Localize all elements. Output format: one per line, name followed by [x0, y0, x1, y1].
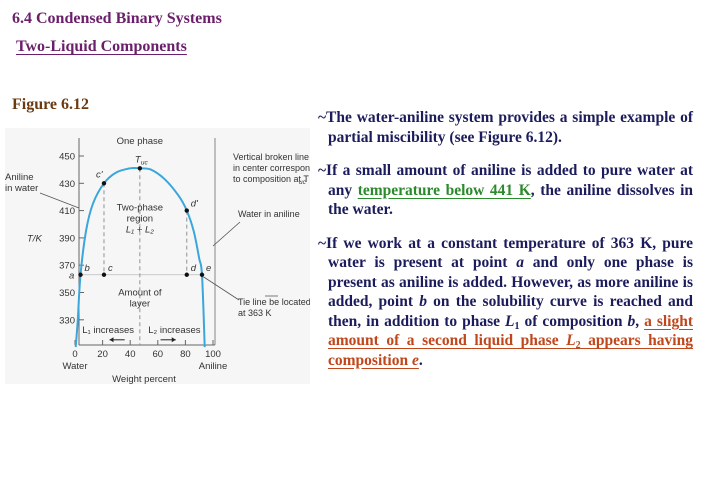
x-tick-label: 60	[153, 349, 164, 360]
body-text: ~The water-aniline system provides a sim…	[318, 108, 693, 384]
point-label: d'	[191, 199, 199, 210]
section-title: 6.4 Condensed Binary Systems	[12, 10, 222, 27]
p3-h2: appears having composition	[328, 332, 693, 369]
p3-h-sub: 2	[575, 340, 581, 351]
p3-comp-b: b	[627, 312, 636, 330]
point-e	[199, 272, 205, 277]
y-tick-label: 410	[59, 206, 75, 217]
l2-increases-label: L₂ increases	[148, 325, 201, 336]
vertical-line-note-2: in center corresponds	[233, 163, 310, 173]
solubility-curve	[74, 166, 206, 348]
point-label: c	[108, 263, 113, 274]
paragraph-2: ~If a small amount of aniline is added t…	[318, 161, 693, 220]
tie-line-note-2: at 363 K	[238, 308, 272, 318]
p3-h-e: e	[411, 351, 419, 369]
y-tick-label: 390	[59, 233, 75, 244]
y-tick-label: 330	[59, 315, 75, 326]
p1-text: ~The water-aniline system provides a sim…	[318, 109, 693, 146]
water-in-aniline-label: Water in aniline	[238, 209, 300, 219]
y-tick-label: 350	[59, 288, 75, 299]
one-phase-label: One phase	[117, 136, 163, 147]
x-axis-title: Weight percent	[112, 374, 176, 384]
y-tick-label: 430	[59, 179, 75, 190]
l1-plus-l2-label: L₁ + L₂	[126, 225, 154, 236]
point-d-prime	[184, 208, 189, 213]
l1-increases-label: L₁ increases	[82, 325, 134, 336]
p3-highlight-link[interactable]: a slight amount of a second liquid phase…	[328, 313, 693, 369]
p2-pre: ~If a small amount of aniline is added t…	[318, 162, 693, 199]
p3-point-b: b	[419, 293, 427, 310]
p2-post: , the aniline dissolves in the water.	[328, 181, 693, 219]
p3-phase-l: L	[505, 312, 515, 330]
y-axis-title: T/K	[27, 233, 42, 244]
x-tick-label: 80	[180, 349, 191, 360]
x-end-label-aniline: Aniline	[199, 361, 228, 372]
p3-h1: a slight amount of a second liquid phase	[328, 312, 693, 350]
two-phase-label: Two-phase	[117, 203, 163, 214]
water-in-aniline-pointer	[212, 221, 241, 247]
aniline-in-water-label-2: in water	[5, 183, 38, 194]
p3-sub1: 1	[514, 320, 520, 332]
p3-t1: ~If we work at a constant temperature of…	[318, 234, 693, 272]
x-tick-label: 0	[72, 349, 77, 360]
point-c	[101, 272, 107, 277]
p3-end: .	[418, 351, 423, 369]
x-tick-label: 100	[205, 349, 221, 360]
vertical-line-note-sub: uc	[299, 179, 307, 186]
point-a-label: a	[69, 270, 74, 281]
tie-line-pointer	[203, 276, 240, 301]
p3-point-a: a	[516, 254, 524, 271]
point-b	[78, 272, 83, 277]
l2-arrow-head	[171, 337, 176, 343]
x-tick-label: 20	[97, 349, 108, 360]
vertical-line-note-1: Vertical broken line	[233, 152, 309, 162]
tuc-subscript: uc	[141, 159, 149, 166]
x-tick-label: 40	[125, 349, 136, 360]
aniline-in-water-label-1: Aniline	[5, 172, 34, 183]
p3-t4: of composition	[519, 312, 628, 330]
figure-label: Figure 6.12	[12, 96, 90, 113]
point-label: b	[85, 263, 90, 274]
subtitle-link[interactable]: Two-Liquid Components	[16, 38, 187, 55]
tuc-label: T	[135, 154, 142, 165]
point-label: d	[191, 263, 197, 274]
amount-of-label: Amount of	[118, 288, 162, 299]
point-d	[184, 272, 189, 277]
point-t_uc	[137, 166, 143, 171]
aniline-in-water-pointer	[39, 192, 80, 209]
p3-t5: ,	[635, 312, 645, 330]
x-end-label-water: Water	[63, 361, 88, 372]
tie-line-note-1: Tie line be located	[238, 297, 310, 307]
layer-label: layer	[130, 299, 151, 310]
paragraph-1: ~The water-aniline system provides a sim…	[318, 108, 693, 147]
p3-h-l: L	[566, 332, 576, 349]
y-tick-label: 370	[59, 261, 75, 272]
point-c-prime	[101, 181, 107, 186]
point-label: e	[206, 263, 211, 274]
y-tick-label: 450	[59, 152, 75, 163]
vertical-line-note-3: to composition at T	[233, 174, 309, 184]
p3-t2: and only one phase is present as aniline…	[328, 254, 693, 310]
point-label: c'	[96, 169, 104, 180]
two-phase-region-label: region	[127, 214, 153, 225]
l1-arrow-head	[109, 337, 114, 343]
p3-t3: on the solubility curve is reached and t…	[328, 293, 694, 330]
p2-highlight-link[interactable]: temperature below 441 K	[357, 181, 531, 199]
paragraph-3: ~If we work at a constant temperature of…	[318, 234, 693, 371]
